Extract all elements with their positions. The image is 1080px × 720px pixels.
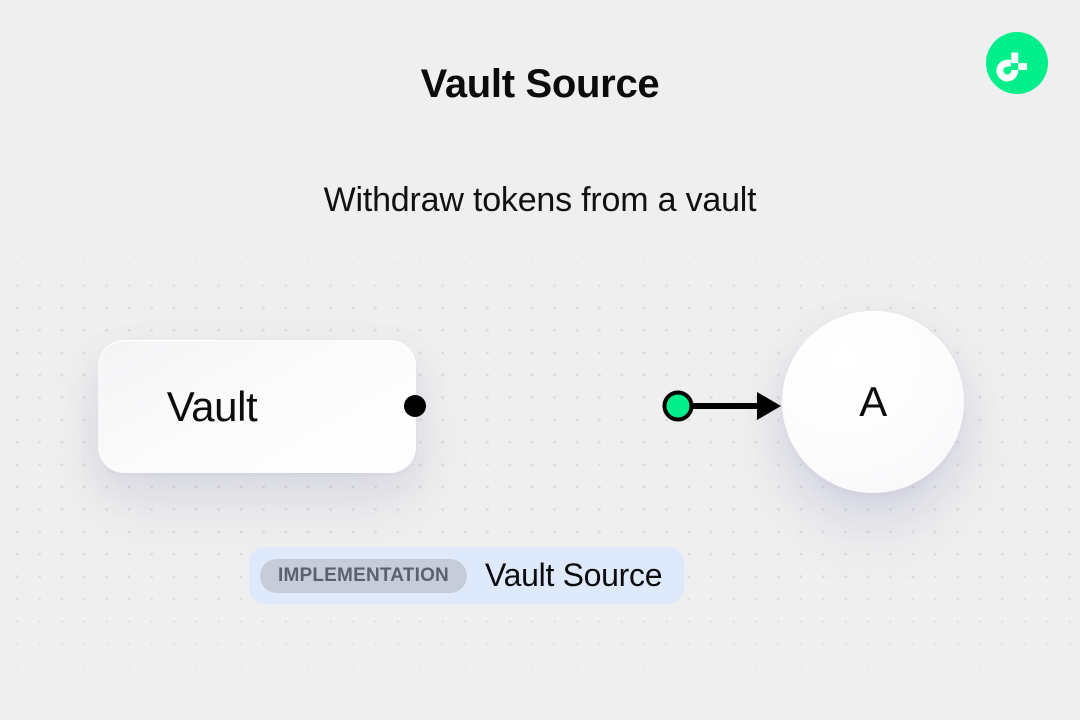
- page-title: Vault Source: [420, 62, 660, 106]
- graph-node-a-label: A: [859, 378, 887, 425]
- edge-arrowhead-icon: [757, 392, 781, 420]
- graph-node-vault[interactable]: Vault: [98, 340, 416, 473]
- page-subtitle: Withdraw tokens from a vault: [323, 181, 757, 219]
- implementation-tag-pill: IMPLEMENTATION: [260, 558, 467, 593]
- flow-logo-icon: [986, 32, 1048, 94]
- implementation-name-label: Vault Source: [484, 557, 663, 593]
- graph-node-a[interactable]: A: [782, 311, 964, 493]
- edge-midpoint-marker[interactable]: [662, 390, 694, 422]
- graph-node-vault-label: Vault: [166, 382, 258, 430]
- implementation-badge[interactable]: IMPLEMENTATION Vault Source: [249, 547, 685, 604]
